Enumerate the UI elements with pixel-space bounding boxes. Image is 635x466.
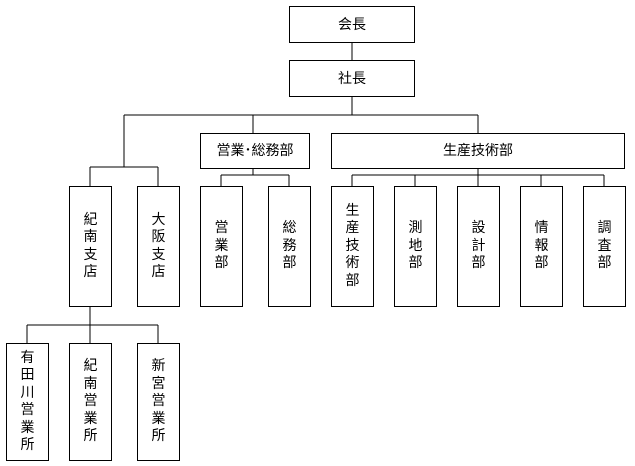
chairman-box: 会長 — [289, 6, 415, 43]
design-dept-box: 設計部 — [457, 186, 500, 307]
production-engineering-label: 生産技術部 — [443, 143, 513, 159]
shingu-sales-office-label: 新宮営業所 — [151, 358, 166, 445]
kinan-branch-box: 紀南支店 — [69, 186, 112, 307]
design-dept-label: 設計部 — [471, 220, 486, 272]
kinan-branch-label: 紀南支店 — [83, 211, 98, 281]
sales-dept-label: 営業部 — [214, 220, 229, 272]
shingu-sales-office-box: 新宮営業所 — [137, 343, 180, 461]
osaka-branch-label: 大阪支店 — [151, 211, 166, 281]
chairman-label: 会長 — [338, 16, 366, 33]
sales-general-affairs-label: 営業･総務部 — [216, 143, 294, 159]
president-label: 社長 — [338, 70, 366, 87]
investigation-dept-box: 調査部 — [583, 186, 626, 307]
production-engineering-box: 生産技術部 — [331, 133, 625, 169]
sales-general-affairs-box: 営業･総務部 — [200, 133, 310, 169]
osaka-branch-box: 大阪支店 — [137, 186, 180, 307]
surveying-dept-box: 測地部 — [394, 186, 437, 307]
arida-sales-office-label: 有田川営業所 — [20, 349, 35, 454]
sales-dept-box: 営業部 — [200, 186, 243, 307]
information-dept-box: 情報部 — [520, 186, 563, 307]
kinan-sales-office-box: 紀南営業所 — [69, 343, 112, 461]
president-box: 社長 — [289, 60, 415, 97]
production-engineering-dept-label: 生産技術部 — [345, 202, 360, 289]
information-dept-label: 情報部 — [534, 220, 549, 272]
production-engineering-dept-box: 生産技術部 — [331, 186, 374, 307]
general-affairs-dept-box: 総務部 — [268, 186, 311, 307]
general-affairs-dept-label: 総務部 — [282, 220, 297, 272]
surveying-dept-label: 測地部 — [408, 220, 423, 272]
investigation-dept-label: 調査部 — [597, 220, 612, 272]
arida-sales-office-box: 有田川営業所 — [6, 343, 49, 461]
kinan-sales-office-label: 紀南営業所 — [83, 358, 98, 445]
